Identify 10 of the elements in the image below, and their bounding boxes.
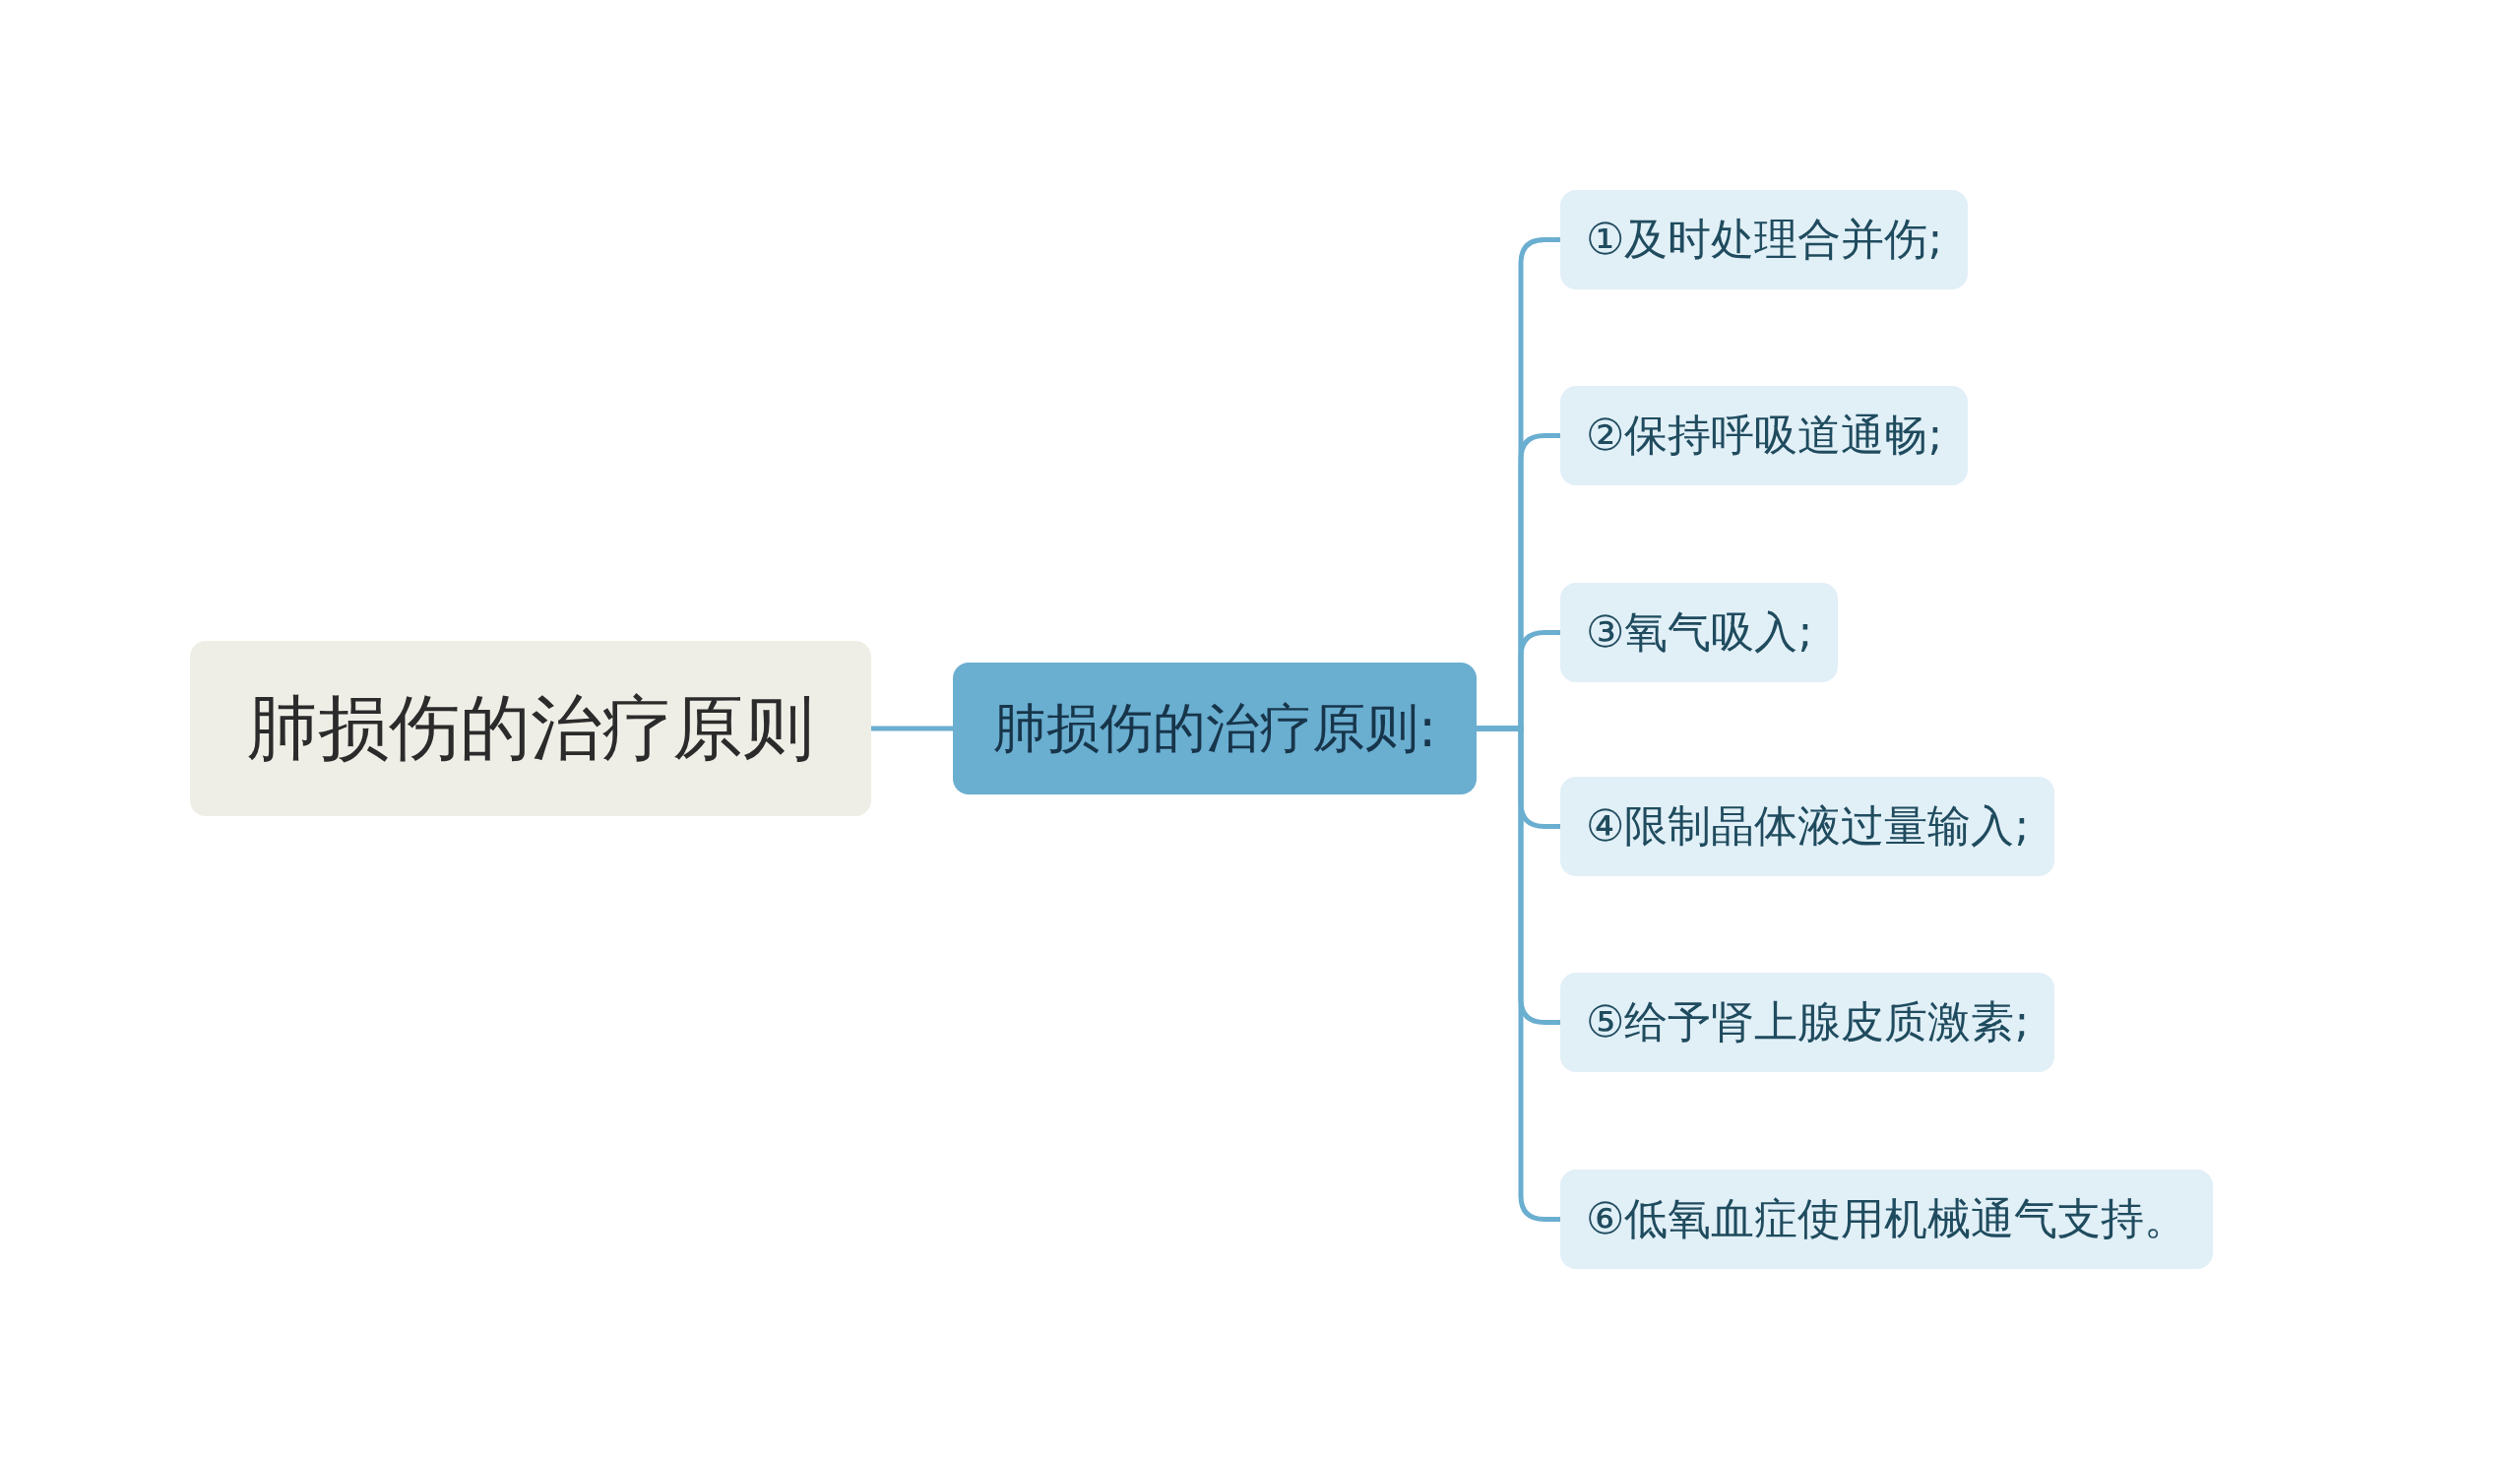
- root-topic-box: 肺损伤的治疗原则: [190, 641, 871, 816]
- subtopic-box: ④限制晶体液过量输入;: [1560, 776, 2055, 876]
- subtopic-box: ⑤给予肾上腺皮质激素;: [1560, 972, 2055, 1072]
- subtopic-box: ③氧气吸入;: [1560, 582, 1839, 682]
- topic-box: 肺损伤的治疗原则:: [953, 663, 1477, 794]
- subtopic-box: ①及时处理合并伤;: [1560, 189, 1969, 289]
- subtopic-box: ⑥低氧血症使用机械通气支持。: [1560, 1169, 2214, 1269]
- subtopic-box: ②保持呼吸道通畅;: [1560, 385, 1969, 485]
- connector-line: [871, 726, 953, 731]
- connector-line: [1477, 726, 1560, 1222]
